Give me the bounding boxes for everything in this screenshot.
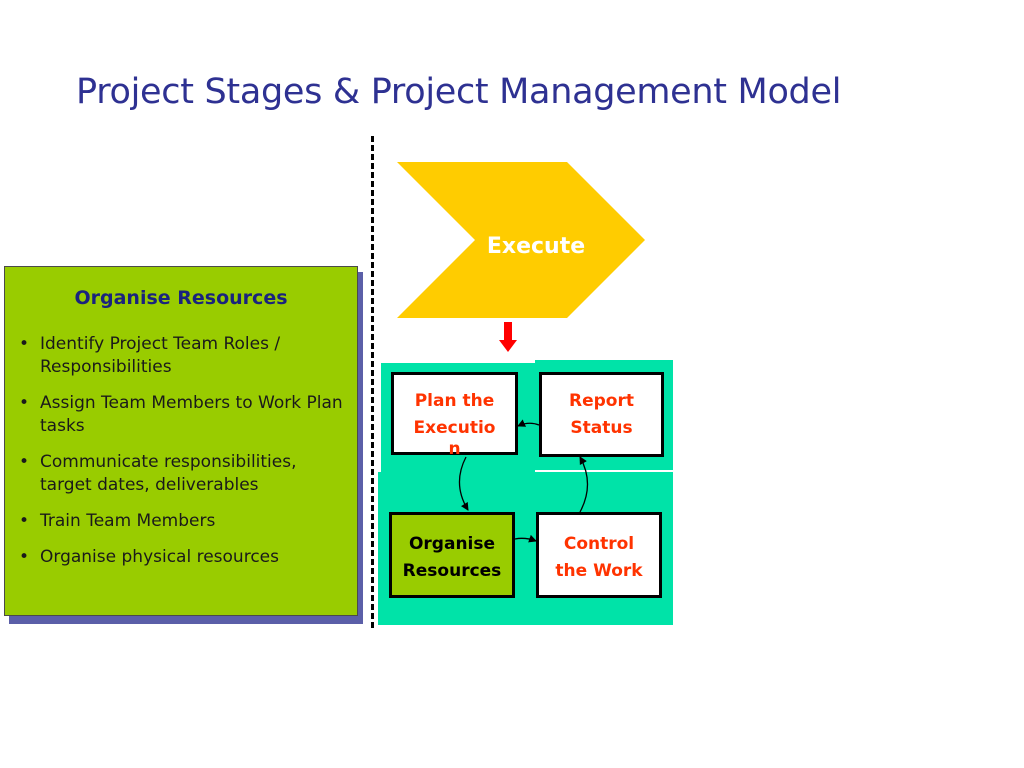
plan-execution-box: Plan the Executio n <box>391 372 518 459</box>
control-work-box: Control the Work <box>536 512 662 598</box>
bullet-item: • Organise physical resources <box>19 546 351 569</box>
control-box-line: Control <box>563 534 635 554</box>
report-box-line: Report <box>569 391 634 411</box>
bullet-text: Communicate responsibilities, target dat… <box>40 452 297 495</box>
execute-chevron <box>397 162 645 318</box>
plan-box-line: Executio <box>413 418 496 438</box>
bullet-dot: • <box>19 511 30 531</box>
bullet-item: • Train Team Members <box>19 510 351 533</box>
arrow-report-to-plan <box>517 419 540 427</box>
bullet-item: • Identify Project Team Roles / Responsib… <box>19 333 351 379</box>
stage-divider <box>371 136 374 628</box>
organise-resources-box: Organise Resources <box>389 512 515 598</box>
slide-title: Project Stages & Project Management Mode… <box>76 72 842 112</box>
bullet-dot: • <box>19 334 30 354</box>
bullet-dot: • <box>19 393 30 413</box>
organise-box-line: Organise <box>408 534 496 554</box>
report-status-box: Report Status <box>539 372 664 457</box>
bullet-text: Assign Team Members to Work Plan tasks <box>40 393 343 436</box>
panel-title: Organise Resources <box>74 287 288 309</box>
bullet-list: • Identify Project Team Roles / Responsib… <box>5 333 357 569</box>
plan-box-line: n <box>448 439 461 459</box>
organise-box-line: Resources <box>402 561 502 581</box>
arrow-organise-to-control <box>514 534 537 543</box>
control-box-line: the Work <box>555 561 643 581</box>
down-arrow-icon <box>499 322 517 352</box>
organise-resources-panel: Organise Resources • Identify Project Tea… <box>4 266 358 616</box>
bullet-text: Identify Project Team Roles / Responsibi… <box>40 334 281 377</box>
arrow-control-to-report <box>579 456 589 513</box>
bullet-text: Train Team Members <box>40 511 216 531</box>
bullet-item: • Assign Team Members to Work Plan tasks <box>19 392 351 438</box>
bullet-text: Organise physical resources <box>40 547 279 567</box>
bullet-dot: • <box>19 547 30 567</box>
execute-label: Execute <box>486 234 586 259</box>
report-box-line: Status <box>570 418 633 438</box>
arrow-plan-to-organise <box>458 456 469 511</box>
execute-chevron-shape <box>397 162 645 318</box>
plan-box-line: Plan the <box>414 391 495 411</box>
bullet-item: • Communicate responsibilities, target da… <box>19 451 351 497</box>
bullet-dot: • <box>19 452 30 472</box>
